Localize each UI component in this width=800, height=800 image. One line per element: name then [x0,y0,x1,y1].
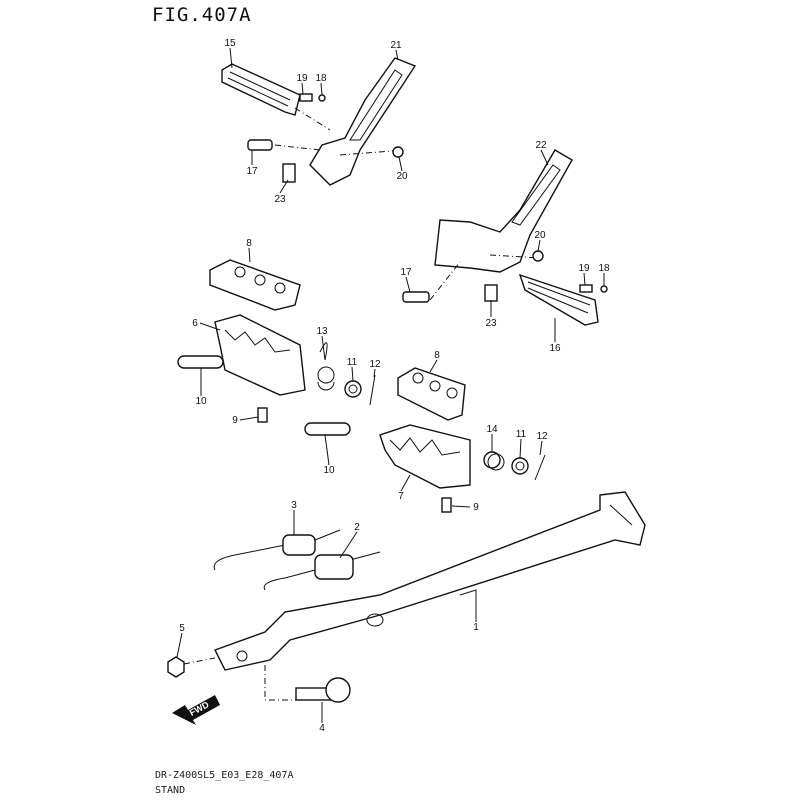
spring-19-a [299,93,313,102]
part-label-23: 23 [485,318,497,329]
part-label-17: 17 [246,166,258,177]
bolt-17-a [247,139,273,151]
forward-arrow-icon: FWD [172,695,220,725]
footrest-pad-8-b[interactable] [397,367,466,421]
clip-20-a [392,146,404,158]
spring-2 [263,551,381,591]
nut-5 [167,656,185,678]
part-label-20: 20 [534,230,546,241]
spring-13 [317,342,335,391]
part-label-6: 6 [192,318,198,329]
side-stand-1[interactable] [214,491,646,671]
part-label-3: 3 [291,500,297,511]
part-label-18: 18 [315,73,327,84]
part-label-9: 9 [473,502,479,513]
part-label-12: 12 [536,431,548,442]
washer-11-a [344,380,362,398]
part-label-15: 15 [224,38,236,49]
pin-10-a [177,355,224,369]
part-label-4: 4 [319,723,325,734]
footrest-pad-8-a[interactable] [209,259,301,311]
part-label-23: 23 [274,194,286,205]
part-label-9: 9 [232,415,238,426]
part-label-20: 20 [396,171,408,182]
part-label-5: 5 [179,623,185,634]
part-label-10: 10 [323,465,335,476]
pin-18-b [600,285,608,293]
footpeg-15[interactable] [221,63,301,116]
part-label-11: 11 [347,357,358,368]
footrest-bracket-21[interactable] [309,57,417,186]
clip-20-b [532,250,544,262]
part-label-11: 11 [516,429,527,440]
part-label-16: 16 [549,343,561,354]
spring-14 [483,451,505,471]
part-label-21: 21 [390,40,402,51]
part-label-2: 2 [354,522,360,533]
bolt-23-b [484,284,498,302]
pin-10-b [304,422,351,436]
spring-19-b [579,284,593,293]
section-name: STAND [155,785,186,796]
part-label-17: 17 [400,267,412,278]
part-label-12: 12 [369,359,381,370]
part-label-8: 8 [246,238,252,249]
bolt-23-a [282,163,296,183]
figure-title: FIG.407A [152,4,252,26]
bolt-9-a [257,407,268,423]
part-label-1: 1 [473,622,479,633]
part-label-10: 10 [195,396,207,407]
cotter-12-b [534,454,546,481]
part-label-19: 19 [296,73,308,84]
figure-code: DR-Z400SL5_E03_E28_407A [155,770,294,781]
part-label-19: 19 [578,263,590,274]
footpeg-16[interactable] [518,273,599,326]
part-label-22: 22 [535,140,547,151]
part-label-14: 14 [486,424,498,435]
washer-11-b [511,457,529,475]
part-label-18: 18 [598,263,610,274]
part-label-13: 13 [316,326,328,337]
part-label-8: 8 [434,350,440,361]
pin-18-a [318,94,326,102]
footrest-6[interactable] [214,314,306,396]
footrest-bracket-22[interactable] [434,149,573,273]
bolt-9-b [441,497,452,513]
spring-3 [213,529,341,571]
bolt-4 [295,677,351,703]
cotter-12-a [369,374,376,406]
bolt-17-b [402,291,430,303]
part-label-7: 7 [398,491,404,502]
footrest-7[interactable] [379,424,471,489]
